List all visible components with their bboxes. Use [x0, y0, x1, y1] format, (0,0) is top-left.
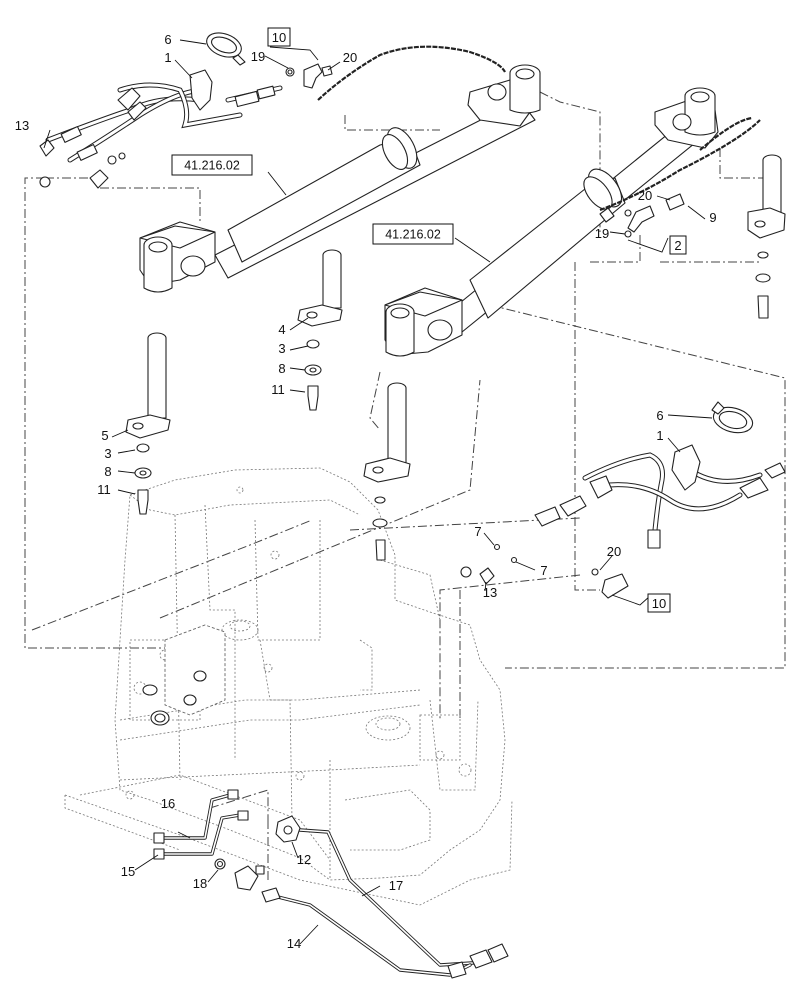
callout-7-right: 7	[540, 563, 547, 578]
reference-box-right[interactable]	[372, 223, 454, 245]
callout-20-top: 20	[343, 50, 357, 65]
lower-tubes	[153, 789, 509, 979]
callout-18: 18	[193, 876, 207, 891]
reference-label-right: 41.216.02	[385, 228, 441, 242]
callout-8-center: 8	[278, 361, 285, 376]
callout-box-10-top[interactable]	[267, 27, 291, 47]
reference-label-left: 41.216.02	[184, 159, 240, 173]
fittings-top	[285, 63, 333, 89]
callout-leaders	[43, 39, 713, 945]
right-steering-cylinder	[384, 87, 719, 357]
callout-3-center: 3	[278, 341, 285, 356]
pivot-pin-right-lower	[363, 382, 411, 483]
callout-6-right: 6	[656, 408, 663, 423]
callout-12: 12	[297, 852, 311, 867]
callout-7-left: 7	[474, 524, 481, 539]
left-hose-assembly	[45, 45, 761, 212]
callout-1-top: 1	[164, 50, 171, 65]
callout-10-top: 10	[272, 30, 286, 45]
callout-5: 5	[101, 428, 108, 443]
pivot-pin-right-upper	[747, 154, 786, 239]
callout-16: 16	[161, 796, 175, 811]
hose-bracket-top	[189, 69, 213, 111]
callout-19-top: 19	[251, 49, 265, 64]
callout-4: 4	[278, 322, 285, 337]
callout-11-left: 11	[97, 482, 111, 497]
reference-box-left[interactable]	[171, 154, 253, 176]
assembly-guide-lines	[24, 91, 786, 880]
callout-9: 9	[709, 210, 716, 225]
callout-13-top: 13	[15, 118, 29, 133]
callout-20-right: 20	[638, 188, 652, 203]
callout-box-2[interactable]	[669, 235, 687, 255]
right-hose-assembly	[534, 401, 786, 599]
callout-13-lower: 13	[483, 585, 497, 600]
callout-6-top: 6	[164, 32, 171, 47]
callout-14: 14	[287, 936, 301, 951]
callout-11-center: 11	[271, 382, 285, 397]
hardware-stacks	[39, 139, 771, 585]
valve-block	[142, 624, 226, 726]
callout-box-10-right[interactable]	[647, 593, 671, 613]
pivot-pin-center	[297, 249, 343, 327]
callout-2: 2	[674, 238, 681, 253]
pivot-pin-left	[125, 332, 171, 439]
callout-10-right: 10	[652, 596, 666, 611]
fittings-right	[599, 193, 685, 238]
callout-1-right: 1	[656, 428, 663, 443]
callout-17: 17	[389, 878, 403, 893]
callout-3-left: 3	[104, 446, 111, 461]
hose-clamp-top	[206, 32, 246, 66]
callout-19-right: 19	[595, 226, 609, 241]
callout-20-lower: 20	[607, 544, 621, 559]
callout-15: 15	[121, 864, 135, 879]
callout-8-left: 8	[104, 464, 111, 479]
left-steering-cylinder	[139, 64, 541, 293]
